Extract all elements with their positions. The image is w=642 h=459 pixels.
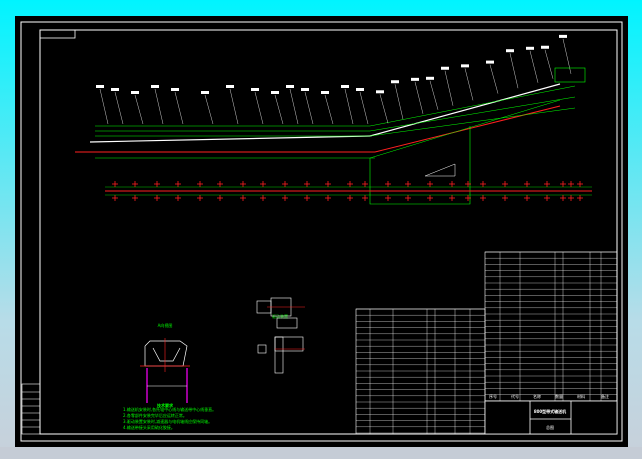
leader-line [324,94,334,125]
balloon-label [321,91,329,94]
balloon-label [391,80,399,84]
balloon-label [226,85,234,88]
drive-unit-view: 驱动装置 [256,297,305,374]
leader-line [174,91,184,125]
conveyor-plan-view [105,181,592,201]
balloon-label [271,91,279,94]
balloon-label [411,77,419,81]
balloon-label [286,85,294,88]
leader-line [154,88,164,125]
revision-strip [21,383,41,435]
cad-drawing-viewport[interactable]: A向视图 驱动装置 技术要求 1.输送机安装时,各托辊中心线与输送带中心线垂直。… [15,16,628,447]
dim-line [369,99,561,159]
conveyor-elevation-view [75,34,586,205]
belt-incline [374,105,561,153]
leader-line [562,38,572,74]
balloon-label [171,88,179,91]
balloon-label [376,90,384,94]
balloon-label [526,46,534,50]
belt-upper-incline [369,83,561,137]
leader-line [134,94,144,125]
drawing-title: 800型带式输送机 [534,408,566,414]
tech-item: 3.驱动装置安装时,减速器与电机轴线应保持同轴。 [123,418,212,424]
head-pulley [554,67,586,83]
drive-shaft [274,336,284,374]
leader-line [444,70,454,106]
balloon-label [541,45,549,49]
leader-line [529,50,539,83]
bom-header: 数量 [555,393,563,399]
leader-line [394,84,404,120]
tech-item: 1.输送机安装时,各托辊中心线与输送带中心线垂直。 [123,406,216,412]
sheet-border [20,21,623,442]
leader-line [254,91,264,125]
leader-line [414,81,424,114]
balloon-label [356,88,364,91]
dim-line [369,85,576,127]
leader-line [274,94,284,125]
trough-idler [152,347,181,362]
height-dimension [369,126,471,205]
balloon-label [251,88,259,91]
leader-line [544,49,554,79]
dim-line [369,107,576,137]
slope-symbol [424,163,456,177]
balloon-label [151,85,159,88]
leader-line [99,88,109,125]
balloon-label [559,34,567,38]
balloon-label [96,85,104,88]
balloon-label [131,91,139,94]
dim-line [369,96,576,132]
title-block: 800型带式输送机 总图 序号 代号 名称 数量 材料 备注 [484,393,618,435]
tech-item: 2.各零部件安装完毕后应运转正常。 [123,412,187,418]
balloon-label [201,91,209,94]
leader-line [344,88,354,125]
bom-header: 材料 [577,393,585,399]
bom-header: 名称 [533,393,541,399]
corner-label-box [39,29,76,39]
leader-line [204,94,214,125]
bom-header: 代号 [511,393,519,399]
bom-header: 备注 [601,393,609,399]
balloon-label [341,85,349,88]
drawing-sheet: A向视图 驱动装置 技术要求 1.输送机安装时,各托辊中心线与输送带中心线垂直。… [20,21,623,442]
leader-line [114,91,124,125]
leader-line [359,91,369,125]
base [276,317,298,329]
inner-frame [39,29,618,435]
balloon-label [441,66,449,70]
bom-header: 序号 [489,393,497,399]
balloon-label [461,64,469,68]
belt-upper [89,135,371,143]
balloon-label [111,88,119,91]
leader-line [489,64,499,94]
drawing-type: 总图 [546,424,554,430]
status-strip [0,447,642,459]
leader-line [229,88,239,125]
leader-line [509,53,519,89]
leader-line [289,88,299,125]
trough-frame [144,340,188,367]
balloon-label [506,49,514,53]
leader-line [464,68,474,101]
cross-section-view: A向视图 [140,322,190,403]
leader-line [379,94,389,124]
leader-line [304,91,314,125]
balloon-label [486,60,494,64]
tech-heading: 技术要求 [157,402,174,408]
pulley [257,344,267,354]
strip-box [21,383,41,435]
balloon-label [426,76,434,80]
tech-item: 4.输送带接头采用硫化胶接。 [123,424,175,430]
view-a-label: A向视图 [158,322,173,328]
balloon-label [301,88,309,91]
technical-requirements: 技术要求 1.输送机安装时,各托辊中心线与输送带中心线垂直。 2.各零部件安装完… [123,402,216,430]
leader-line [429,80,439,110]
